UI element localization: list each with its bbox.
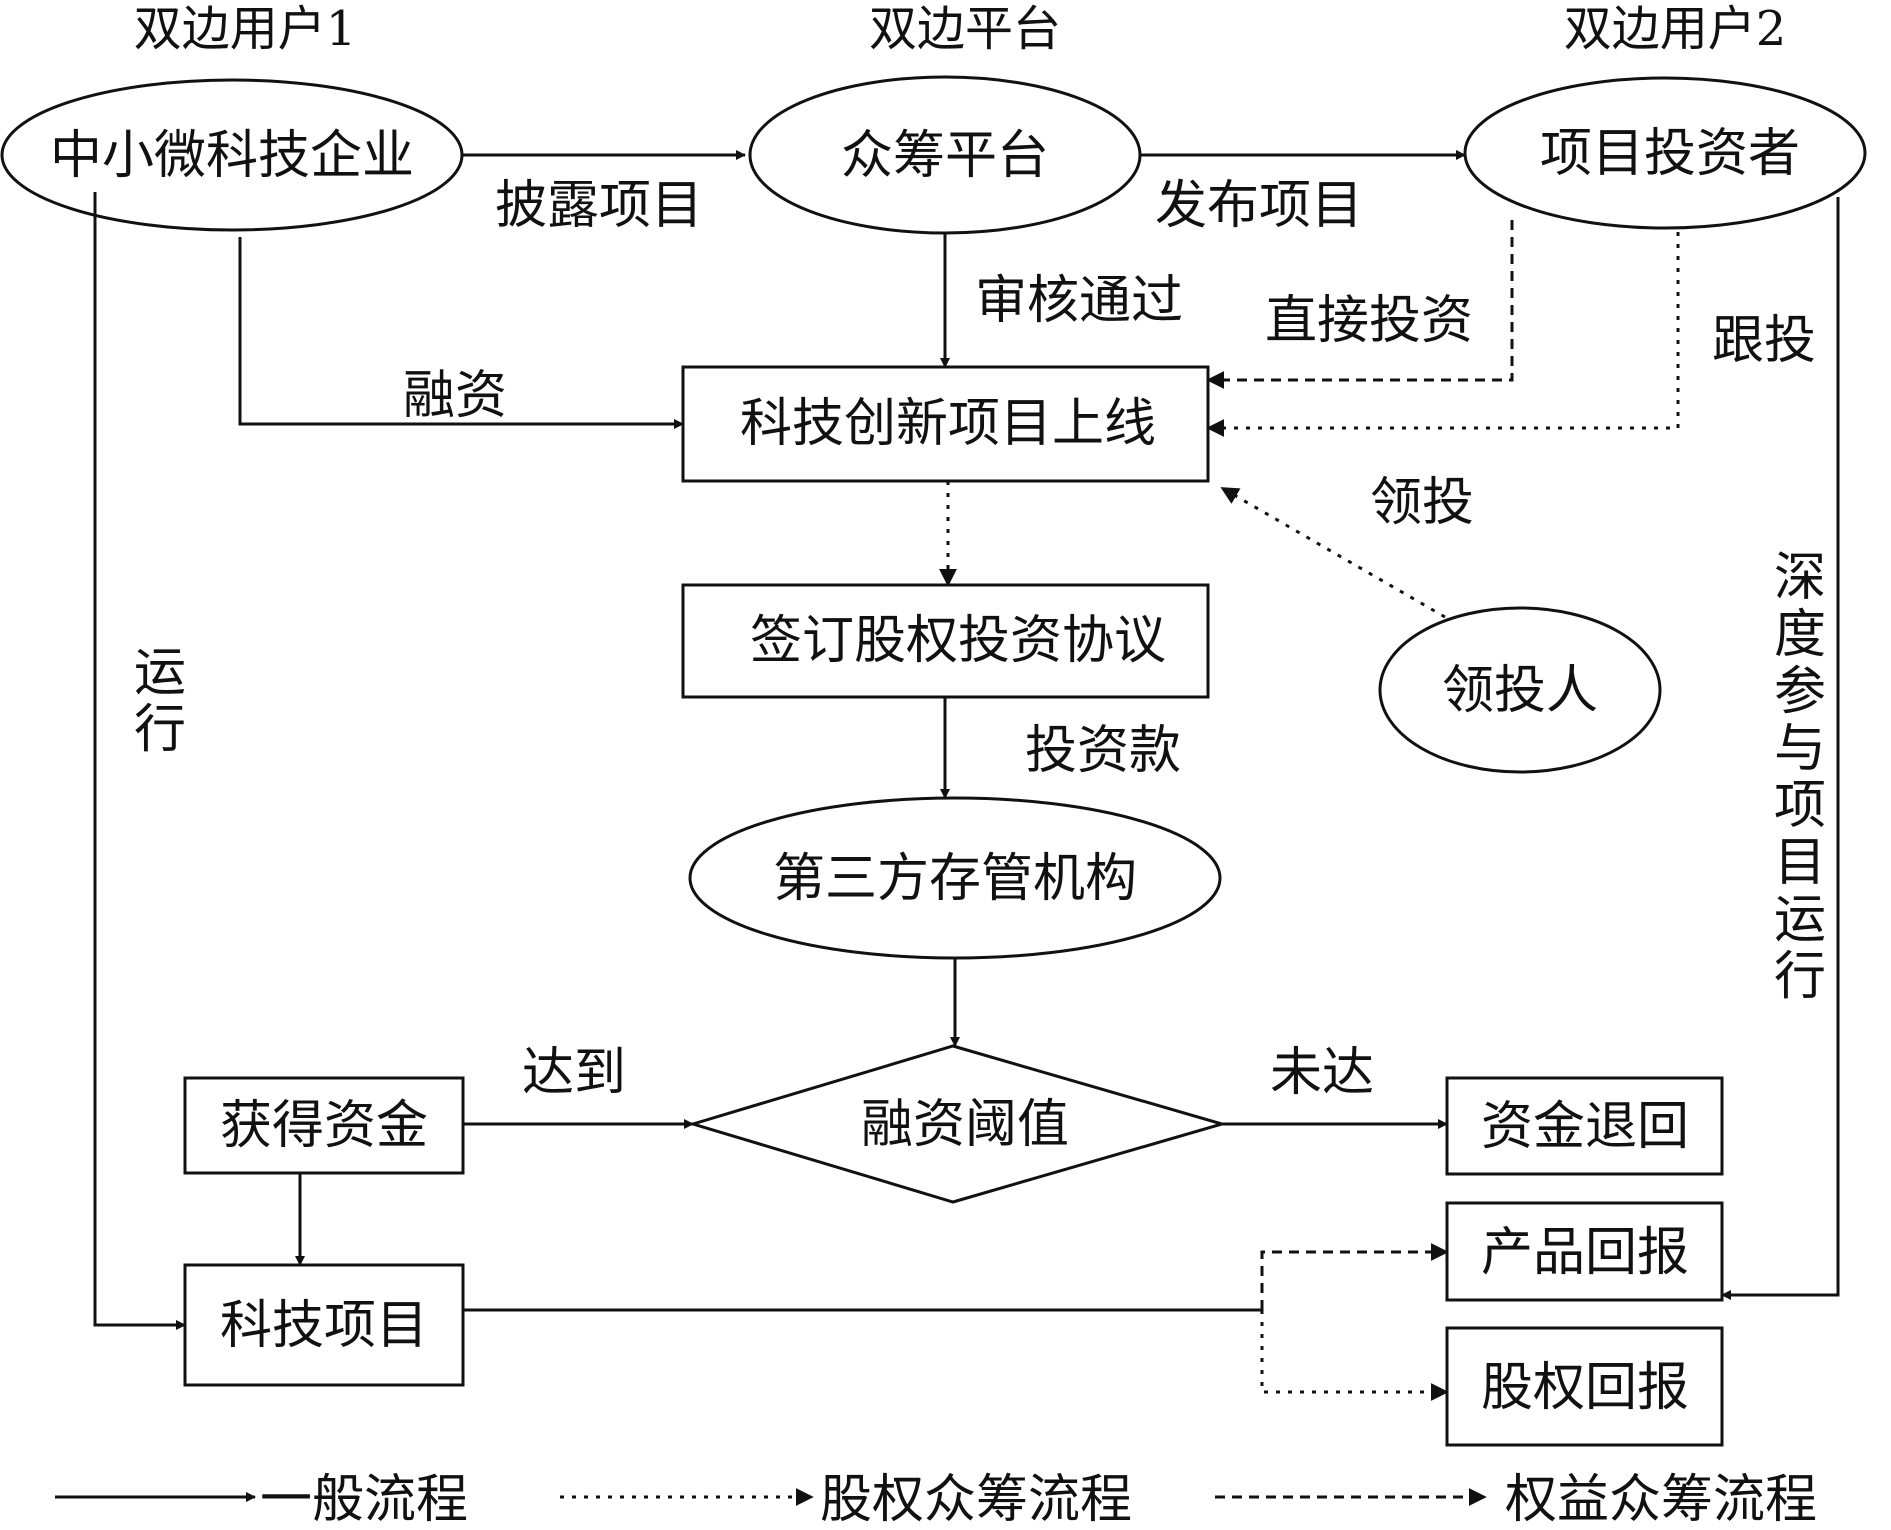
label-deep-participation-char: 运 bbox=[1774, 890, 1826, 950]
product-return-label: 产品回报 bbox=[1481, 1223, 1689, 1283]
custodian-label: 第三方存管机构 bbox=[773, 849, 1137, 909]
project-online-label: 科技创新项目上线 bbox=[740, 394, 1156, 454]
label-follow: 跟投 bbox=[1712, 311, 1816, 371]
column-headers: 双边用户1 双边平台 双边用户2 bbox=[134, 1, 1787, 57]
label-lead: 领投 bbox=[1370, 473, 1474, 533]
node-project-online: 科技创新项目上线 bbox=[681, 365, 1210, 483]
label-operate-char: 运 bbox=[134, 643, 186, 703]
label-operate: 运行 bbox=[134, 643, 186, 760]
sign-agreement-label: 签订股权投资协议 bbox=[750, 611, 1166, 671]
node-lead-investor: 领投人 bbox=[1378, 606, 1662, 774]
label-deep-participation-char: 与 bbox=[1774, 719, 1826, 779]
node-investor: 项目投资者 bbox=[1463, 76, 1867, 230]
label-disclose: 披露项目 bbox=[495, 176, 703, 236]
legend-equity-label: 股权众筹流程 bbox=[820, 1470, 1132, 1530]
node-crowdfunding-platform: 众筹平台 bbox=[748, 75, 1142, 235]
label-financing: 融资 bbox=[403, 366, 507, 426]
label-reached: 达到 bbox=[522, 1043, 626, 1103]
legend: 一般流程 股权众筹流程 权益众筹流程 bbox=[55, 1470, 1817, 1530]
header-user2: 双边用户2 bbox=[1564, 1, 1787, 57]
get-funds-label: 获得资金 bbox=[220, 1096, 428, 1156]
label-not-reached: 未达 bbox=[1270, 1043, 1374, 1103]
legend-rights-label: 权益众筹流程 bbox=[1505, 1470, 1817, 1530]
node-product-return: 产品回报 bbox=[1445, 1201, 1724, 1302]
label-publish: 发布项目 bbox=[1155, 176, 1363, 236]
label-investment-funds: 投资款 bbox=[1025, 721, 1181, 781]
node-refund: 资金退回 bbox=[1445, 1076, 1724, 1176]
legend-general-label: 一般流程 bbox=[260, 1470, 468, 1530]
edge-financing bbox=[238, 237, 684, 429]
edges bbox=[93, 150, 1840, 1401]
label-deep-participation-char: 深 bbox=[1774, 548, 1826, 608]
node-sign-agreement: 签订股权投资协议 bbox=[681, 583, 1210, 699]
refund-label: 资金退回 bbox=[1481, 1097, 1689, 1157]
node-custodian: 第三方存管机构 bbox=[688, 796, 1222, 960]
node-sme: 中小微科技企业 bbox=[0, 78, 464, 232]
label-deep-participation-char: 行 bbox=[1774, 947, 1826, 1007]
label-deep-participation-char: 参 bbox=[1774, 662, 1826, 722]
edge-equity-return bbox=[1260, 1310, 1449, 1401]
tech-project-label: 科技项目 bbox=[220, 1296, 428, 1356]
threshold-label: 融资阈值 bbox=[861, 1095, 1069, 1155]
equity-return-label: 股权回报 bbox=[1481, 1358, 1689, 1418]
lead-investor-label: 领投人 bbox=[1442, 661, 1598, 721]
edge-deep-participation bbox=[1721, 197, 1840, 1300]
node-equity-return: 股权回报 bbox=[1445, 1326, 1724, 1447]
edge-labels: 披露项目 发布项目 审核通过 直接投资 跟投 融资 领投 投资款 达到 未达 运… bbox=[134, 176, 1826, 1103]
platform-label: 众筹平台 bbox=[841, 126, 1049, 186]
header-platform: 双边平台 bbox=[869, 1, 1061, 57]
lead-investor-ellipse bbox=[1378, 606, 1662, 774]
label-deep-participation: 深度参与项目运行 bbox=[1774, 548, 1826, 1007]
node-threshold: 融资阈值 bbox=[687, 1044, 1228, 1204]
node-tech-project: 科技项目 bbox=[183, 1263, 465, 1387]
edge-product-return bbox=[1260, 1243, 1449, 1310]
label-deep-participation-char: 项 bbox=[1774, 776, 1826, 836]
edge-direct-invest bbox=[1206, 220, 1514, 389]
header-user1: 双边用户1 bbox=[134, 1, 357, 57]
edge-operate bbox=[93, 192, 186, 1330]
label-approved: 审核通过 bbox=[975, 271, 1183, 331]
node-get-funds: 获得资金 bbox=[183, 1076, 465, 1175]
label-direct-invest: 直接投资 bbox=[1265, 291, 1473, 351]
label-deep-participation-char: 度 bbox=[1774, 605, 1826, 665]
label-operate-char: 行 bbox=[134, 700, 186, 760]
investor-label: 项目投资者 bbox=[1540, 124, 1800, 184]
sme-label: 中小微科技企业 bbox=[50, 126, 414, 186]
label-deep-participation-char: 目 bbox=[1774, 833, 1826, 893]
edge-follow bbox=[1206, 232, 1680, 437]
